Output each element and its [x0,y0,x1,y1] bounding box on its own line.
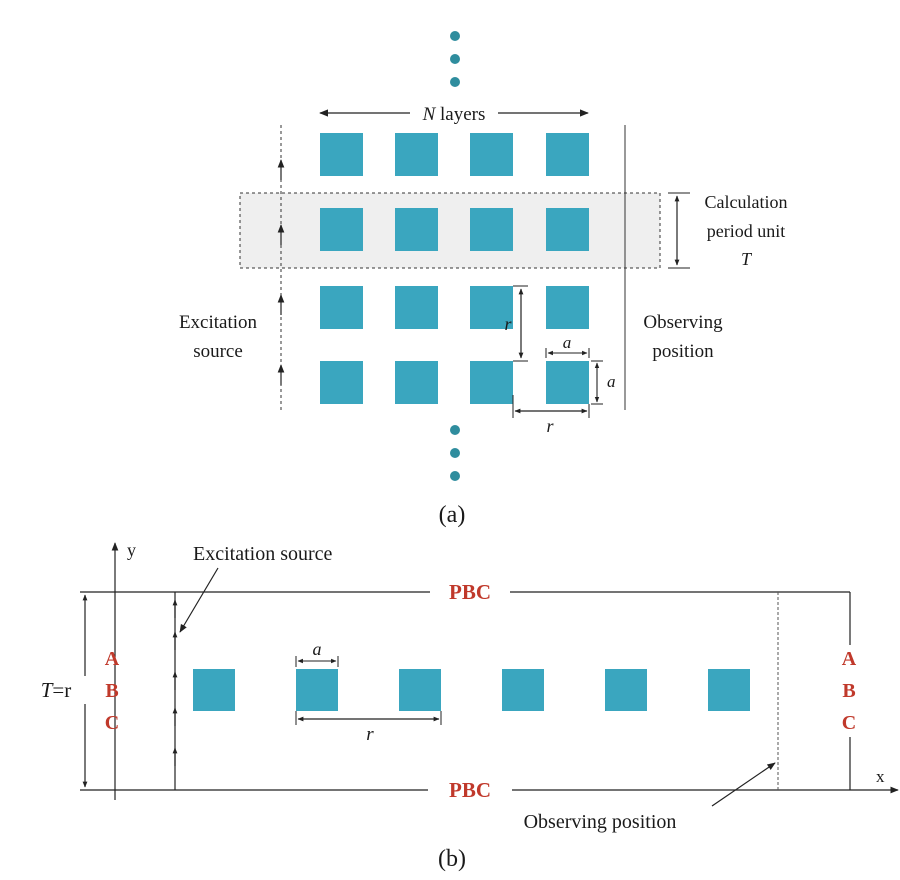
cell-row [193,669,750,711]
abc-left: A B C [105,648,120,734]
pbc-top-label: PBC [449,580,491,604]
observing-leader [711,762,776,807]
cell [546,133,589,176]
n-layers-label: N layers [422,104,486,125]
svg-text:C: C [105,712,119,734]
calc-label-line3: T [741,249,753,269]
observing-label-line2: position [652,341,714,362]
cell [395,361,438,404]
panel-b: y x PBC PBC T=r A B C A B C [28,540,899,872]
cell [395,208,438,251]
cell [395,133,438,176]
caption-a: (a) [439,502,466,528]
a-side-label: a [607,372,616,391]
cell [296,669,338,711]
cell [546,361,589,404]
r-label-b: r [366,724,374,745]
cell [320,361,363,404]
svg-text:A: A [842,648,857,670]
cell [470,208,513,251]
a-top-label: a [563,333,572,352]
excitation-leader [179,567,219,633]
calc-label-line1: Calculation [705,192,788,212]
r-horizontal-label: r [546,416,554,436]
panel-a: N layers [179,31,788,528]
observing-label-line1: Observing [643,312,723,333]
continuation-dots-bottom [450,425,460,481]
pbc-bottom-label: PBC [449,778,491,802]
cell [546,286,589,329]
svg-text:A: A [105,648,120,670]
y-axis-label: y [127,540,136,560]
svg-text:B: B [842,680,855,702]
cell [320,133,363,176]
continuation-dots-top [450,31,460,87]
cell [193,669,235,711]
x-axis-label: x [876,767,885,786]
cell [395,286,438,329]
cell [320,208,363,251]
caption-b: (b) [438,846,466,872]
cell [605,669,647,711]
cell [546,208,589,251]
abc-right: A B C [835,645,865,737]
excitation-label-b: Excitation source [193,543,333,565]
r-vertical-label: r [504,314,512,334]
cell-grid [320,133,589,404]
svg-text:B: B [105,680,118,702]
cell [470,361,513,404]
a-label-b: a [313,639,322,659]
cell [399,669,441,711]
calc-label-line2: period unit [707,221,786,241]
excitation-label-line2: source [193,341,243,362]
cell [470,286,513,329]
excitation-label-line1: Excitation [179,312,258,333]
svg-text:C: C [842,712,856,734]
observing-label-b: Observing position [524,811,677,833]
calculation-period-band [239,192,661,269]
cell [470,133,513,176]
period-label-b: T=r [41,678,72,702]
cell [320,286,363,329]
cell [502,669,544,711]
cell [708,669,750,711]
